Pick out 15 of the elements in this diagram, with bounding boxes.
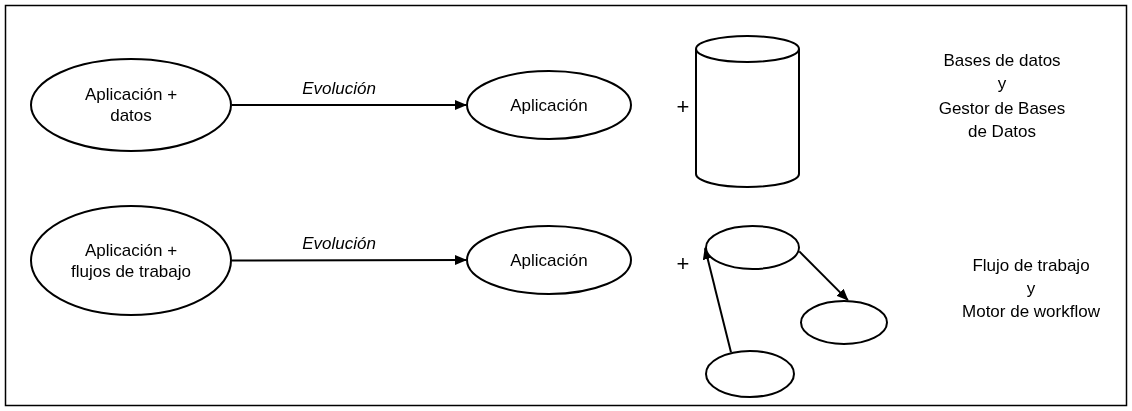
arrow — [231, 100, 467, 110]
label: Motor de workflow — [962, 302, 1100, 322]
plus-sign: + — [676, 94, 690, 120]
label: Bases de datos — [943, 51, 1061, 71]
arrow — [798, 250, 849, 302]
label: Flujo de trabajo — [972, 256, 1090, 276]
arrow — [231, 255, 467, 265]
node-label: Aplicación — [509, 94, 589, 116]
label: y — [997, 74, 1007, 94]
plus-sign: + — [676, 251, 690, 277]
label: Gestor de Bases de Datos — [937, 98, 1067, 143]
node-label: Aplicación + flujos de trabajo — [70, 239, 192, 282]
label: y — [1026, 279, 1036, 299]
node-label: Aplicación — [509, 249, 589, 271]
node-label: Aplicación + datos — [83, 84, 179, 126]
